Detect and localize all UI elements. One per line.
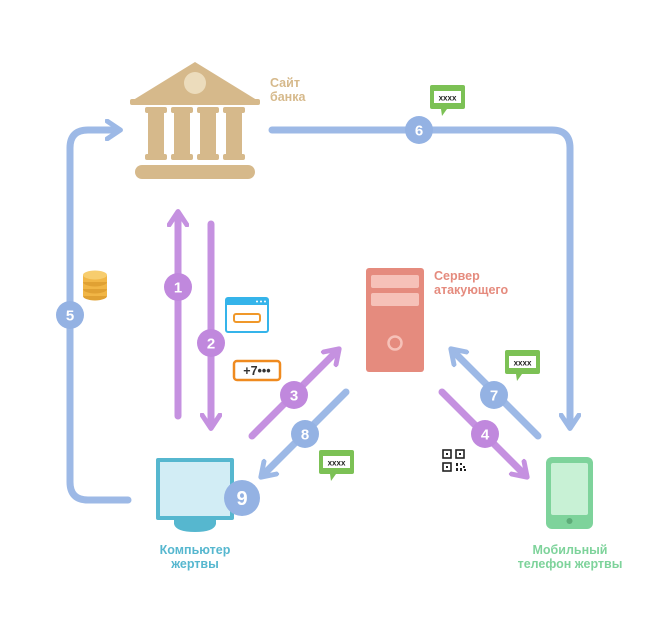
- step-8-badge: 8: [291, 420, 319, 448]
- step-7-badge: 7: [480, 381, 508, 409]
- step-5-badge: 5: [56, 301, 84, 329]
- step-9-badge: 9: [224, 480, 260, 516]
- computer-label: Компьютер жертвы: [159, 543, 231, 571]
- flow-6-path: [268, 126, 570, 424]
- sms-bubble-bank: xxxx: [430, 85, 465, 116]
- step-3-number: 3: [290, 388, 298, 405]
- step-4-number: 4: [481, 427, 490, 444]
- step-1-badge: 1: [164, 273, 192, 301]
- computer-icon: [156, 458, 234, 532]
- sms-bubble-phone: xxxx: [505, 350, 540, 381]
- qr-code-icon: [442, 449, 466, 472]
- step-1-number: 1: [174, 280, 182, 297]
- phone-number-text: +7•••: [243, 364, 270, 378]
- coins-icon: [83, 270, 107, 301]
- step-2-badge: 2: [197, 329, 225, 357]
- server-icon: [366, 268, 424, 372]
- step-4-badge: 4: [471, 420, 499, 448]
- sms-bubble-computer: xxxx: [319, 450, 354, 481]
- step-2-number: 2: [207, 336, 215, 353]
- sms-code-text: xxxx: [328, 459, 346, 468]
- phone-number-badge: +7•••: [232, 359, 282, 382]
- server-label: Сервер атакующего: [434, 269, 509, 297]
- step-6-number: 6: [415, 123, 423, 140]
- sms-code-text: xxxx: [439, 94, 457, 103]
- bank-label: Сайт банка: [270, 76, 306, 104]
- step-3-badge: 3: [280, 381, 308, 409]
- step-5-number: 5: [66, 308, 74, 325]
- step-6-badge: 6: [405, 116, 433, 144]
- bank-icon: [130, 62, 260, 179]
- step-9-number: 9: [236, 488, 247, 510]
- step-7-number: 7: [490, 388, 498, 405]
- phone-icon: [546, 457, 593, 529]
- sms-code-text: xxxx: [514, 359, 532, 368]
- browser-window-icon: [225, 297, 269, 333]
- phone-label: Мобильный телефон жертвы: [517, 543, 623, 571]
- step-8-number: 8: [301, 427, 309, 444]
